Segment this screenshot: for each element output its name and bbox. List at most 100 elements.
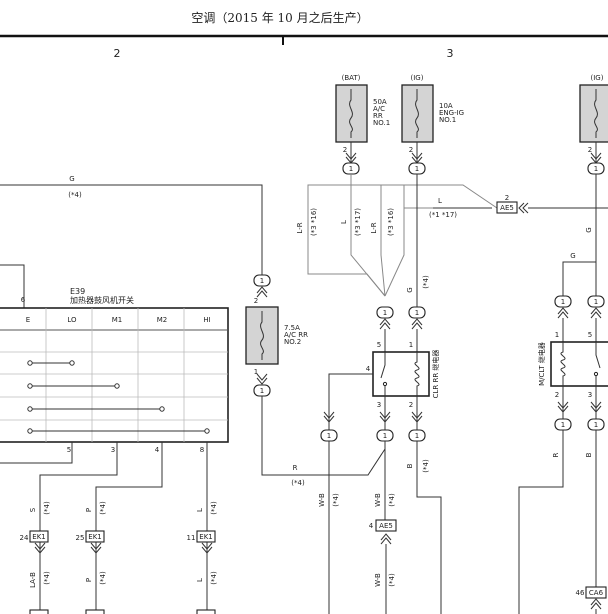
switch-out-wires [0,442,208,614]
clr-relay-contact [382,381,388,387]
mclt-bot-conn-a-pin: 1 [561,421,565,429]
clr-bot-conn-a-pin: 1 [327,432,331,440]
wire-g-top [0,184,263,275]
wire-l-top-label: L [438,197,442,205]
wire-lr-b-label: L-R [370,222,378,233]
mclt-bottom-arrows [557,401,602,413]
wire-l-top-note: (*1 *17) [429,211,457,219]
wire-mclt-b-label: B [585,452,593,457]
clr-relay-coil [414,352,420,396]
fuse-bat-tag: (BAT) [342,74,361,82]
wire-b-right-label: B [406,463,414,468]
fuse-acrr2-element [260,311,264,360]
ca6-name: CA6 [589,589,604,597]
mclt-relay-contact [593,371,599,377]
switch-feed-wire [0,264,25,308]
wire-wb-left-note: (*4) [332,493,340,507]
fuse-bat-pin: 2 [343,146,347,154]
switch-header-e: E [26,316,30,324]
wire-g-top-label: G [69,175,74,183]
switch-header-hi: HI [203,316,210,324]
switch-header-m2: M2 [157,316,168,324]
mclt-pin-1: 1 [555,331,559,339]
mclt-pin-2: 2 [555,391,559,399]
wire-l-mid-label: L [340,220,348,224]
mclt-top-conn-b-pin: 1 [594,298,598,306]
clr-pin-3: 3 [377,401,381,409]
wire-code-l-note: (*4) [210,501,218,515]
switch-pin-8: 8 [200,446,204,454]
clr-pin-1: 1 [409,341,413,349]
mclt-pin-3: 3 [588,391,592,399]
mclt-relay-coil [560,342,566,386]
wire-b-right-note: (*4) [422,459,430,473]
wire-g-right2-label: G [570,252,575,260]
mclt-top-conn-b [587,295,605,308]
ek1-24-name: EK1 [32,533,45,541]
switch-positions [27,360,210,434]
fuse-bat-connector-pin: 1 [349,165,353,173]
wire-lr-a-label: L-R [296,222,304,233]
fuse-acrr2-arrow-bot [256,373,268,385]
ek1-25-wire: P [85,578,93,582]
fuse-acrr2-pin-top: 2 [254,297,258,305]
column-label-2: 2 [114,47,121,60]
switch-header-m1: M1 [112,316,123,324]
wire-bundle-gray-2 [350,185,386,297]
ek1-24-note: (*4) [43,571,51,585]
clr-wire-4 [328,373,373,430]
mclt-top-conn-a [554,295,572,308]
clr-bot-conn-b-pin: 1 [383,432,387,440]
wire-g-mid-note: (*4) [422,275,430,289]
wire-r-bottom [261,396,386,476]
ek1-connector-24: 24 EK1 LA-B (*4) [20,530,51,588]
wire-wb-mid-label: W-B [374,493,382,507]
clr-relay-box [372,351,430,397]
switch-pin-5: 5 [67,446,71,454]
switch-pin-top: 6 [21,296,26,304]
fuse-bat-element [349,89,353,138]
ek1-24-pin: 24 [20,534,29,542]
ca6-box [585,586,607,599]
switch-pin-4: 4 [155,446,160,454]
clr-top-arrows [379,318,423,330]
ek1-25-pin: 25 [76,534,85,542]
ae5-name: AE5 [500,204,514,212]
switch-id: E39 [70,287,85,296]
wire-bundle-gray-3 [380,185,386,297]
fuse-ig2-box [579,84,608,143]
fuse-ig-connector-pin: 1 [415,165,419,173]
switch-name: 加热器鼓风机开关 [70,295,134,305]
wire-bundle-gray [307,174,386,297]
wire-mclt-r [518,430,564,614]
wire-g-right2 [562,261,596,296]
ek1-11-name: EK1 [199,533,212,541]
clr-pin-4: 4 [366,365,371,373]
mclt-top-conn-a-pin: 1 [561,298,565,306]
ca6-pin: 46 [576,589,585,597]
ek1-connector-11: 11 EK1 L (*4) [187,530,218,585]
clr-relay-name: CLR RR 继电器 [431,350,440,399]
mclt-pin-5: 5 [588,331,592,339]
fuse-acrr2-arrow-top [256,286,268,298]
wire-mclt-r-label: R [552,452,560,457]
ae5-b-name: AE5 [379,522,393,530]
wire-code-p: P [85,508,93,512]
bottom-partial-1 [29,609,49,614]
ae5-b-arrow [380,533,392,545]
wire-g-right-label: G [585,227,593,232]
wire-r-label: R [293,464,298,472]
ek1-11-pin: 11 [187,534,196,542]
fuse-acrr2-top-conn-pin: 1 [260,277,264,285]
ae5-b-box [375,519,397,532]
ae5-b-pin: 4 [369,522,374,530]
ek1-11-wire: L [196,578,204,582]
wire-b-right [416,441,442,614]
wire-wb-lower-label: W-B [374,573,382,587]
fuse-ig-pin: 2 [409,146,413,154]
clr-top-conn-b-pin: 1 [415,309,419,317]
clr-pin-5: 5 [377,341,381,349]
wire-l-mid-note: (*3 *17) [354,208,362,236]
